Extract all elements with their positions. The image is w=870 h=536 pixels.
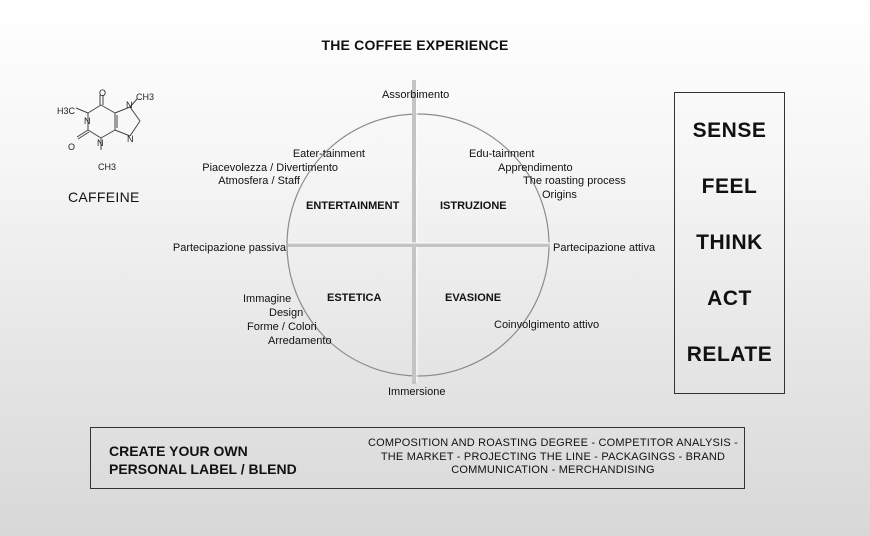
caffeine-molecule-icon xyxy=(75,95,141,150)
page-title: THE COFFEE EXPERIENCE xyxy=(321,37,509,53)
quadrant-evasione: EVASIONE xyxy=(445,292,502,304)
axis-label-right: Partecipazione attiva xyxy=(553,242,656,254)
note-design: Design xyxy=(269,307,304,319)
note-forme-colori: Forme / Colori xyxy=(247,321,317,333)
custom-blend-heading-line1: CREATE YOUR OWN xyxy=(109,443,248,459)
atom-n7: N xyxy=(126,100,133,110)
experience-sense: SENSE xyxy=(692,119,767,142)
note-immagine: Immagine xyxy=(243,293,292,305)
caffeine-atoms: O O N N N N H3C CH3 CH3 xyxy=(57,88,154,172)
experience-think: THINK xyxy=(696,231,763,254)
note-apprendimento: Apprendimento xyxy=(498,162,573,174)
quadrant-entertainment: ENTERTAINMENT xyxy=(306,200,400,212)
services-list: COMPOSITION AND ROASTING DEGREE - COMPET… xyxy=(368,437,738,476)
atom-o-left: O xyxy=(68,142,75,152)
atom-n1: N xyxy=(84,116,91,126)
note-atmosfera: Atmosfera / Staff xyxy=(218,175,300,187)
axis-label-bottom: Immersione xyxy=(388,386,446,398)
atom-h3c: H3C xyxy=(57,106,76,116)
axis-label-top: Assorbimento xyxy=(382,89,450,101)
atom-n9: N xyxy=(127,134,134,144)
quadrant-istruzione: ISTRUZIONE xyxy=(440,200,507,212)
note-coinvolgimento: Coinvolgimento attivo xyxy=(494,319,600,331)
custom-blend-heading-line2: PERSONAL LABEL / BLEND xyxy=(109,461,297,477)
note-roasting-process: The roasting process xyxy=(523,175,626,187)
experience-act: ACT xyxy=(707,287,752,310)
experience-modules-box: SENSE FEEL THINK ACT RELATE xyxy=(674,92,785,394)
quadrant-estetica: ESTETICA xyxy=(327,292,382,304)
note-origins: Origins xyxy=(542,189,577,201)
experience-feel: FEEL xyxy=(701,175,758,198)
note-piacevolezza: Piacevolezza / Divertimento xyxy=(202,162,338,174)
custom-blend-heading: CREATE YOUR OWN PERSONAL LABEL / BLEND xyxy=(109,442,297,478)
atom-o-top: O xyxy=(99,88,106,98)
note-arredamento: Arredamento xyxy=(268,335,332,347)
atom-n3: N xyxy=(97,138,104,148)
note-edutainment: Edu-tainment xyxy=(469,148,535,160)
caffeine-label: CAFFEINE xyxy=(68,189,140,205)
atom-ch3-top: CH3 xyxy=(136,92,154,102)
custom-blend-box: CREATE YOUR OWN PERSONAL LABEL / BLEND C… xyxy=(90,427,745,489)
experience-relate: RELATE xyxy=(686,343,773,366)
note-eatertainment: Eater-tainment xyxy=(292,148,365,160)
axis-label-left: Partecipazione passiva xyxy=(172,242,286,254)
atom-ch3-bottom: CH3 xyxy=(98,162,116,172)
